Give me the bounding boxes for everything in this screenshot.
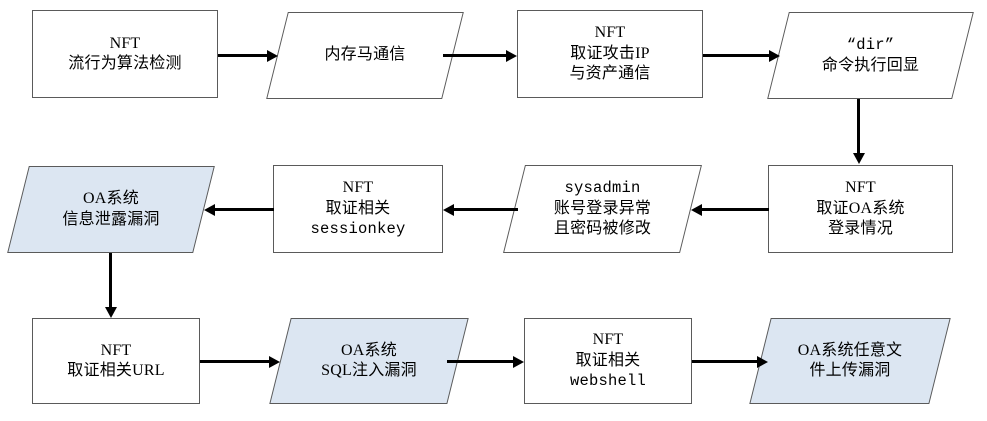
node-label: “dir”命令执行回显 — [821, 35, 920, 74]
node-nft-oa-login-status[interactable]: NFT 取证OA系统 登录情况 — [768, 165, 953, 253]
edge-line — [215, 208, 274, 211]
edge-n5-n6 — [691, 204, 769, 216]
node-oa-arbitrary-file-upload-vuln[interactable]: OA系统任意文 件上传漏洞 — [749, 318, 951, 404]
node-nft-attack-ip-asset-comm[interactable]: NFT 取证攻击IP 与资产通信 — [517, 10, 703, 98]
edge-n9-n10 — [200, 356, 282, 368]
arrow-head-right-icon — [513, 356, 524, 368]
node-label: NFT 取证相关URL — [67, 341, 165, 379]
edge-line — [703, 54, 770, 57]
arrow-head-right-icon — [506, 50, 517, 62]
node-nft-behavior-detection[interactable]: NFT 流行为算法检测 — [32, 10, 218, 98]
node-label: NFT 取证攻击IP 与资产通信 — [569, 24, 651, 83]
arrow-head-down-icon — [853, 153, 865, 164]
edge-n8-n9 — [105, 253, 117, 319]
edge-line — [218, 54, 268, 57]
node-label: OA系统 信息泄露漏洞 — [62, 190, 160, 228]
arrow-head-right-icon — [267, 50, 278, 62]
arrow-head-left-icon — [204, 204, 215, 216]
node-label: OA系统任意文 件上传漏洞 — [797, 341, 903, 379]
edge-n4-n5 — [853, 99, 865, 165]
arrow-head-left-icon — [691, 204, 702, 216]
edge-n11-n12 — [692, 356, 770, 368]
node-oa-sql-injection-vuln[interactable]: OA系统 SQL注入漏洞 — [269, 318, 469, 404]
node-memory-trojan-comm[interactable]: 内存马通信 — [266, 12, 464, 99]
node-oa-info-leak-vuln[interactable]: OA系统 信息泄露漏洞 — [7, 166, 215, 253]
edge-n6-n7 — [443, 204, 518, 216]
node-label: NFT 流行为算法检测 — [68, 34, 182, 72]
edge-line — [443, 54, 507, 57]
arrow-head-down-icon — [105, 307, 117, 318]
node-nft-related-url[interactable]: NFT 取证相关URL — [32, 318, 200, 404]
node-label: OA系统 SQL注入漏洞 — [321, 341, 417, 379]
edge-n3-n4 — [703, 50, 782, 62]
edge-n10-n11 — [447, 356, 526, 368]
edge-line — [692, 360, 758, 363]
arrow-head-left-icon — [443, 204, 454, 216]
edge-line — [200, 360, 270, 363]
edge-line — [454, 208, 518, 211]
edge-n1-n2 — [218, 50, 280, 62]
edge-line — [857, 99, 860, 154]
node-label: 内存马通信 — [324, 46, 406, 64]
arrow-head-right-icon — [269, 356, 280, 368]
arrow-head-right-icon — [757, 356, 768, 368]
edge-line — [702, 208, 769, 211]
node-dir-command-echo[interactable]: “dir”命令执行回显 — [767, 12, 974, 99]
edge-line — [109, 253, 112, 308]
node-label: NFT 取证OA系统 登录情况 — [816, 179, 905, 238]
edge-n2-n3 — [443, 50, 519, 62]
arrow-head-right-icon — [769, 50, 780, 62]
edge-line — [447, 360, 514, 363]
edge-n7-n8 — [204, 204, 274, 216]
